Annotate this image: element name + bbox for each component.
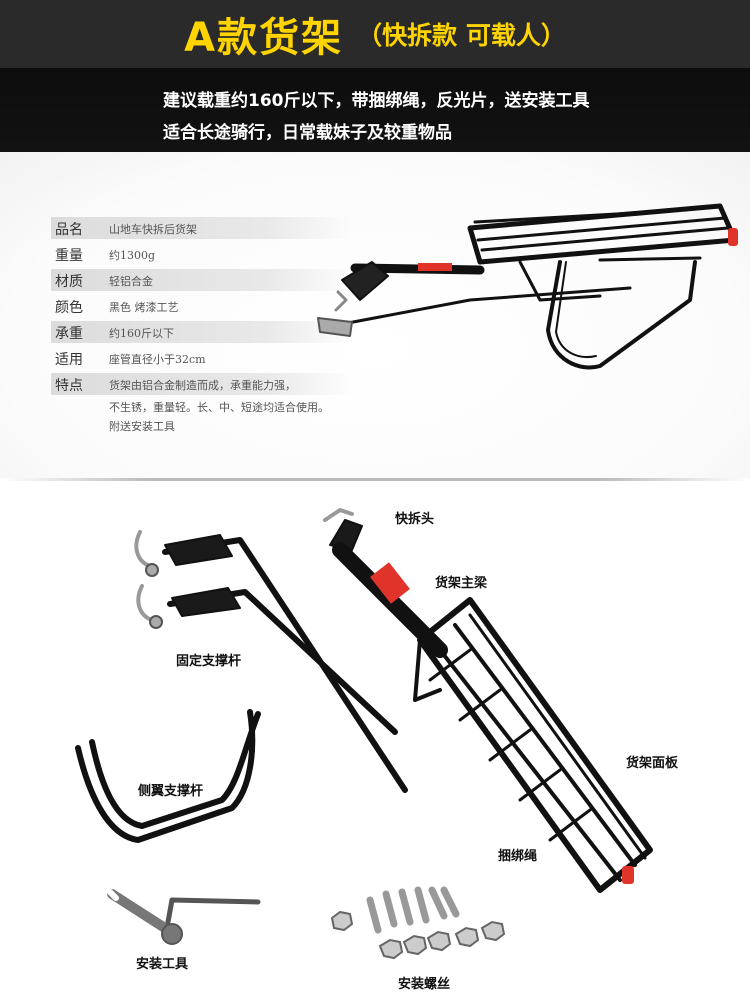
spec-value: 座管直径小于32cm [109, 353, 206, 366]
section-divider [0, 478, 750, 481]
feature-line-2: 适合长途骑行，日常载妹子及较重物品 [163, 123, 452, 143]
spec-value: 轻铝合金 [109, 275, 153, 288]
spec-label: 重量 [55, 248, 83, 264]
part-label-strap: 捆绑绳 [498, 849, 538, 864]
feature-line-1: 建议载重约160斤以下，带捆绑绳，反光片，送安装工具 [163, 91, 590, 111]
part-label-support-rod: 固定支撑杆 [176, 654, 242, 669]
spec-label: 品名 [55, 222, 83, 238]
spec-value-continued: 不生锈，重量轻。长、中、短途均适合使用。 [109, 401, 329, 414]
spec-value: 黑色 烤漆工艺 [109, 301, 179, 314]
spec-row: 颜色 黑色 烤漆工艺 [51, 295, 371, 321]
product-photo-area [0, 152, 750, 478]
spec-value: 货架由铝合金制造而成，承重能力强， [109, 379, 296, 392]
part-label-tool: 安装工具 [136, 957, 189, 972]
spec-label: 颜色 [55, 300, 83, 316]
header-banner: A款货架 （快拆款 可载人） 建议载重约160斤以下，带捆绑绳，反光片，送安装工… [0, 0, 750, 152]
page-title: A款货架 [184, 15, 344, 61]
spec-label: 适用 [55, 352, 83, 368]
spec-value: 约160斤以下 [109, 327, 174, 340]
spec-value-continued: 附送安装工具 [109, 420, 175, 433]
part-label-main-beam: 货架主梁 [435, 576, 488, 591]
title-bar: A款货架 （快拆款 可载人） [0, 0, 750, 68]
part-label-quick-release: 快拆头 [395, 512, 435, 527]
page-subtitle: （快拆款 可载人） [357, 21, 566, 50]
spec-label: 承重 [55, 326, 83, 342]
spec-label: 材质 [55, 274, 83, 290]
spec-value: 约1300g [109, 249, 156, 262]
spec-value: 山地车快拆后货架 [109, 223, 197, 236]
spec-label: 特点 [55, 378, 83, 394]
spec-row: 材质 轻铝合金 [51, 269, 371, 295]
spec-row: 重量 约1300g [51, 243, 371, 269]
part-label-side-rod: 侧翼支撑杆 [138, 784, 204, 799]
spec-table: 品名 山地车快拆后货架 重量 约1300g 材质 轻铝合金 颜色 黑色 烤漆工艺… [51, 217, 371, 399]
spec-row: 特点 货架由铝合金制造而成，承重能力强， [51, 373, 371, 399]
spec-row: 适用 座管直径小于32cm [51, 347, 371, 373]
part-label-rack-panel: 货架面板 [626, 756, 679, 771]
spec-row: 品名 山地车快拆后货架 [51, 217, 371, 243]
spec-row: 承重 约160斤以下 [51, 321, 371, 347]
part-label-screws: 安装螺丝 [398, 977, 451, 992]
